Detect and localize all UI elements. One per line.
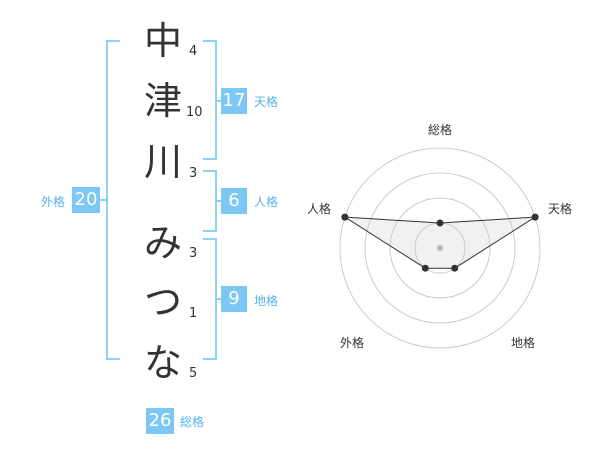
radar-axis-label-chikaku: 地格 xyxy=(511,336,536,350)
chikaku-value-badge: 9 xyxy=(221,286,247,312)
chikaku-label: 地格 xyxy=(254,294,279,308)
radar-point-5 xyxy=(341,213,349,221)
radar-point-3 xyxy=(451,264,459,272)
stroke-count-6: 5 xyxy=(189,366,198,381)
gaikaku-connector xyxy=(100,199,108,201)
stroke-count-4: 3 xyxy=(189,246,198,261)
soukaku-label: 総格 xyxy=(180,415,205,429)
radar-point-2 xyxy=(531,213,539,221)
tenkaku-label: 天格 xyxy=(254,95,279,109)
radar-data-polygon xyxy=(344,216,536,269)
radar-axis-label-soukaku: 総格 xyxy=(428,123,453,137)
name-char-2: 津 xyxy=(143,79,182,123)
name-char-5: つ xyxy=(143,280,182,324)
radar-ring-3 xyxy=(364,172,516,324)
name-char-1: 中 xyxy=(143,19,182,63)
radar-point-1 xyxy=(436,219,444,227)
name-char-3: 川 xyxy=(143,140,182,184)
radar-point-4 xyxy=(421,264,429,272)
stroke-count-2: 10 xyxy=(186,105,203,120)
radar-axis-label-jinkaku: 人格 xyxy=(307,202,332,216)
soukaku-value-badge: 26 xyxy=(146,408,174,434)
tenkaku-connector xyxy=(215,100,221,102)
name-char-4: み xyxy=(143,221,182,265)
gaikaku-label: 外格 xyxy=(41,195,66,209)
tenkaku-value-badge: 17 xyxy=(221,88,247,114)
stroke-count-5: 1 xyxy=(189,306,198,321)
stroke-count-3: 3 xyxy=(189,166,198,181)
jinkaku-value-badge: 6 xyxy=(221,188,247,214)
stroke-count-1: 4 xyxy=(189,44,198,59)
name-char-6: な xyxy=(143,341,182,385)
jinkaku-connector xyxy=(215,200,221,202)
chikaku-connector xyxy=(215,298,221,300)
gaikaku-value-badge: 20 xyxy=(72,187,100,213)
jinkaku-label: 人格 xyxy=(254,195,279,209)
radar-axis-label-tenkaku: 天格 xyxy=(548,202,573,216)
radar-axis-label-gaikaku: 外格 xyxy=(340,336,365,350)
radar-ring-4 xyxy=(339,147,541,349)
radar-center-dot xyxy=(437,245,443,251)
radar-ring-2 xyxy=(389,197,491,299)
